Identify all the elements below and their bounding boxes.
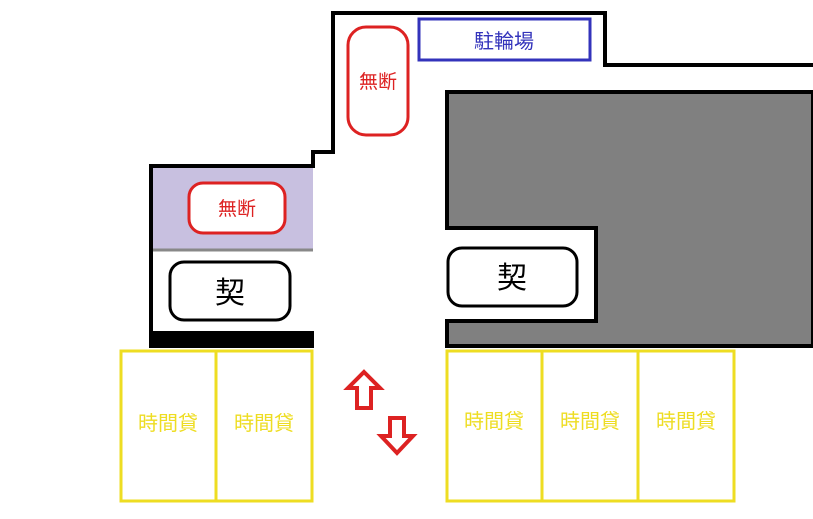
lot-bottom-bar (151, 331, 314, 348)
hourly-label-4: 時間貸 (560, 409, 620, 433)
contract-box-right (446, 246, 579, 308)
lot-boundary-left (149, 11, 813, 348)
arrow-down-icon (376, 416, 418, 456)
hourly-space-5 (636, 349, 736, 503)
bicycle-parking-box (417, 17, 592, 62)
contract-box-left (168, 260, 292, 322)
hourly-label-5: 時間貸 (656, 409, 716, 433)
hourly-label-1: 時間貸 (138, 411, 198, 435)
hourly-space-2 (214, 349, 314, 503)
building-block (445, 90, 813, 348)
bicycle-parking-label: 駐輪場 (474, 29, 534, 53)
hourly-label-2: 時間貸 (234, 411, 294, 435)
unauthorized-box-left (187, 181, 287, 235)
contract-label-left: 契 (215, 276, 245, 311)
hourly-label-3: 時間貸 (464, 409, 524, 433)
unauthorized-label-top: 無断 (359, 71, 397, 93)
contract-label-right: 契 (497, 261, 527, 296)
arrow-up-icon (343, 369, 385, 410)
unauthorized-box-top (346, 25, 410, 137)
unauthorized-label-left: 無断 (218, 198, 256, 220)
